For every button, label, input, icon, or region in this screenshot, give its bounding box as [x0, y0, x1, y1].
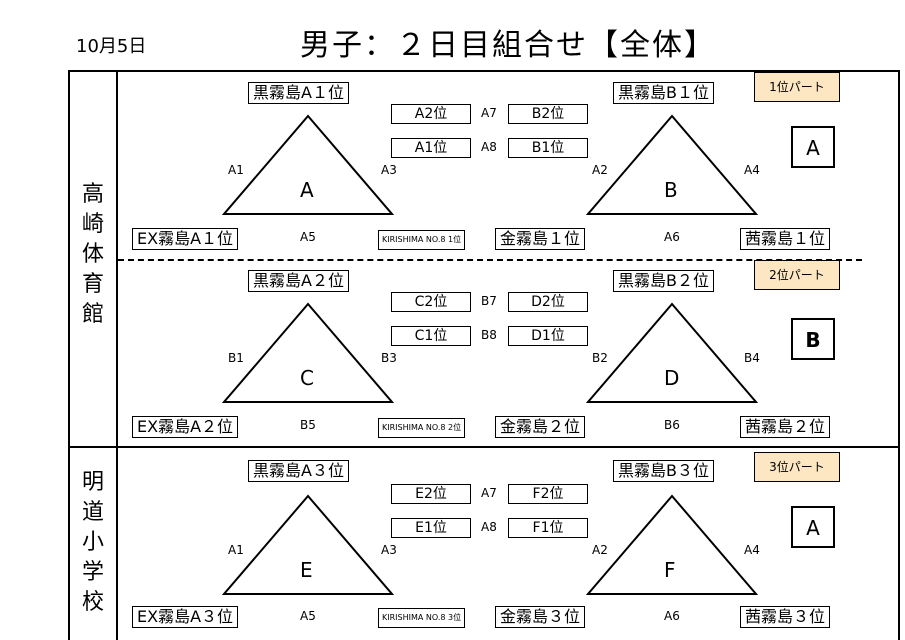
pool-letter-right: F [664, 558, 676, 582]
match-b: F2位 [508, 484, 588, 504]
right-bottom-team: 茜霧島３位 [740, 606, 831, 628]
match-code: B7 [481, 294, 497, 308]
triangle-right [585, 302, 759, 403]
group-badge: A [791, 126, 835, 168]
right-top-team: 黒霧島B２位 [613, 270, 714, 292]
match-code: B3 [381, 351, 397, 365]
match-b: D1位 [508, 326, 588, 346]
triangle-right [585, 494, 759, 595]
part-label: 1位パート [754, 72, 840, 102]
match-a: A2位 [391, 104, 471, 124]
right-bottom-team: 茜霧島１位 [740, 228, 831, 250]
match-b: B2位 [508, 104, 588, 124]
match-code: B8 [481, 328, 497, 342]
match-a: C2位 [391, 292, 471, 312]
part-label: 2位パート [754, 260, 840, 290]
match-b: D2位 [508, 292, 588, 312]
mid-bottom-team: 金霧島３位 [495, 606, 586, 628]
venue-separator [68, 446, 900, 448]
left-top-team: 黒霧島A１位 [248, 82, 349, 104]
venue-char: 高 [81, 182, 104, 207]
match-a: C1位 [391, 326, 471, 346]
match-a: E1位 [391, 518, 471, 538]
left-bottom-team: EX霧島A３位 [132, 606, 239, 628]
venue-char: 学 [81, 560, 104, 585]
match-code: A1 [228, 163, 244, 177]
part-separator-dashed [118, 259, 862, 261]
match-code: A4 [744, 543, 760, 557]
left-bottom-team: EX霧島A２位 [132, 416, 239, 438]
venue-name-takasaki: 高 崎 体 育 館 [78, 180, 108, 330]
pool-letter-left: C [300, 366, 314, 390]
match-code: B4 [744, 351, 760, 365]
right-top-team: 黒霧島B１位 [613, 82, 714, 104]
match-b: B1位 [508, 138, 588, 158]
match-code: A4 [744, 163, 760, 177]
pool-letter-right: B [664, 178, 678, 202]
right-top-team: 黒霧島B３位 [613, 460, 714, 482]
match-code: A6 [664, 230, 680, 244]
left-bottom-team: EX霧島A１位 [132, 228, 239, 250]
group-badge: B [791, 318, 835, 360]
kirishima-team: KIRISHIMA NO.8 3位 [378, 608, 466, 628]
match-code: A8 [481, 520, 497, 534]
venue-char: 校 [81, 590, 104, 615]
venue-char: 崎 [81, 212, 104, 237]
venue-char: 道 [81, 500, 104, 525]
venue-char: 明 [81, 470, 104, 495]
match-code: A3 [381, 543, 397, 557]
match-b: F1位 [508, 518, 588, 538]
triangle-left [221, 494, 395, 595]
kirishima-team: KIRISHIMA NO.8 2位 [378, 418, 466, 438]
part-label: 3位パート [754, 452, 840, 482]
right-bottom-team: 茜霧島２位 [740, 416, 831, 438]
date-label: 10月5日 [76, 36, 147, 57]
triangle-left [221, 114, 395, 215]
pool-letter-left: E [300, 558, 313, 582]
match-code: A3 [381, 163, 397, 177]
match-code: A5 [300, 230, 316, 244]
match-a: A1位 [391, 138, 471, 158]
match-code: A7 [481, 106, 497, 120]
venue-divider [116, 70, 118, 640]
match-code: A1 [228, 543, 244, 557]
venue-char: 小 [81, 530, 104, 555]
pool-letter-left: A [300, 178, 314, 202]
triangle-right [585, 114, 759, 215]
match-code: B6 [664, 418, 680, 432]
left-top-team: 黒霧島A３位 [248, 460, 349, 482]
match-code: A6 [664, 609, 680, 623]
venue-name-meido: 明 道 小 学 校 [78, 468, 108, 618]
section-3: 黒霧島A３位 黒霧島B３位 3位パート A E2位 A7 F2位 E1位 A8 … [0, 378, 905, 640]
match-code: B2 [592, 351, 608, 365]
mid-bottom-team: 金霧島１位 [495, 228, 586, 250]
left-top-team: 黒霧島A２位 [248, 270, 349, 292]
mid-bottom-team: 金霧島２位 [495, 416, 586, 438]
match-code: B5 [300, 418, 316, 432]
page-title: 男子：２日目組合せ【全体】 [300, 28, 716, 63]
group-badge: A [791, 506, 835, 548]
match-code: A2 [592, 163, 608, 177]
venue-char: 育 [81, 272, 104, 297]
match-code: A7 [481, 486, 497, 500]
section-2: 黒霧島A２位 黒霧島B２位 2位パート B C2位 B7 D2位 C1位 B8 … [0, 188, 905, 438]
venue-char: 館 [81, 302, 104, 327]
match-code: B1 [228, 351, 244, 365]
venue-char: 体 [81, 242, 104, 267]
kirishima-team: KIRISHIMA NO.8 1位 [378, 230, 466, 250]
match-a: E2位 [391, 484, 471, 504]
schedule-frame [68, 70, 900, 640]
match-code: A8 [481, 140, 497, 154]
pool-letter-right: D [664, 366, 680, 390]
match-code: A5 [300, 609, 316, 623]
match-code: A2 [592, 543, 608, 557]
triangle-left [221, 302, 395, 403]
